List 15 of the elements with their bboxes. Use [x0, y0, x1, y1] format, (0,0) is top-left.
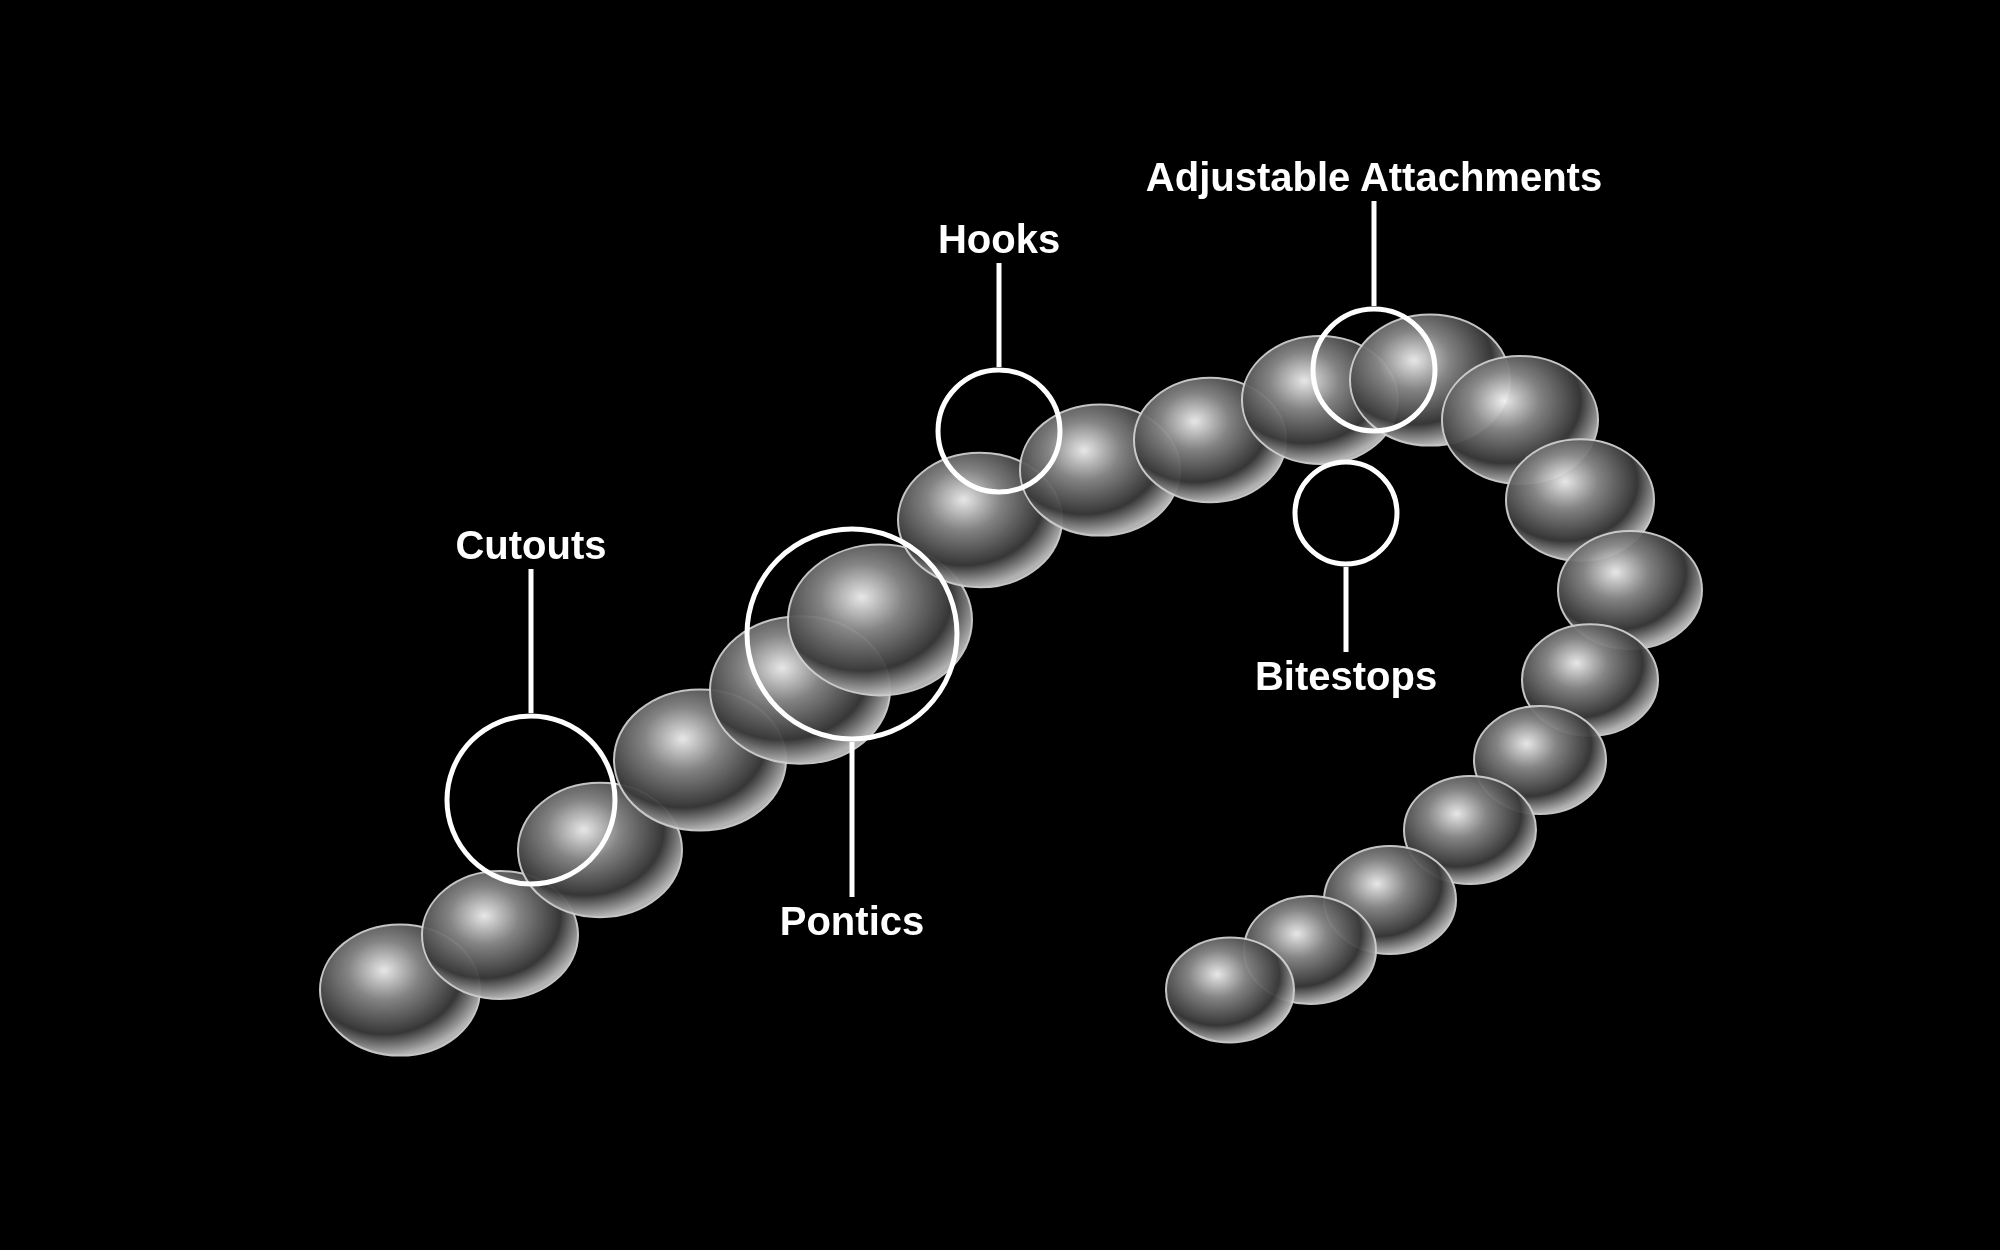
callout-label: Cutouts [455, 521, 607, 569]
leader-line [849, 742, 855, 897]
callout-label: Hooks [937, 215, 1061, 263]
leader-line [528, 569, 534, 713]
callout-circle [744, 526, 960, 742]
leader-line [996, 263, 1002, 367]
callout-circle [444, 713, 618, 887]
callout-label: Bitestops [1254, 652, 1438, 700]
callout-circle [1292, 459, 1400, 567]
callout-circle [1310, 306, 1438, 434]
callout-circle [935, 367, 1063, 495]
callout-label: Adjustable Attachments [1145, 153, 1603, 201]
leader-line [1371, 201, 1377, 306]
leader-line [1343, 567, 1349, 652]
callout-label: Pontics [779, 897, 925, 945]
